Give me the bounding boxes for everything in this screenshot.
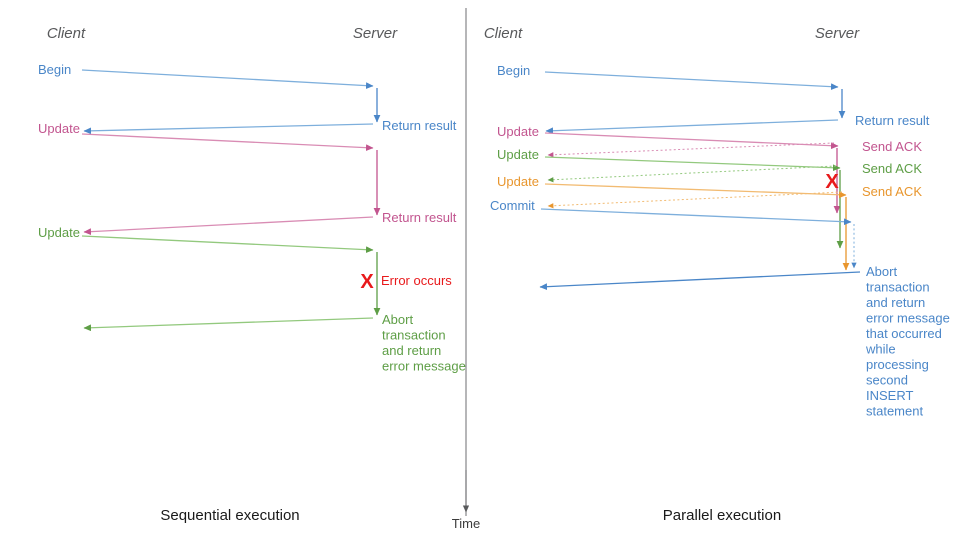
server-note-line: error message <box>866 311 950 326</box>
panel-caption: Sequential execution <box>160 507 299 524</box>
client-message-label: Commit <box>490 198 535 213</box>
server-note-line: and return <box>382 343 441 358</box>
error-message-label: Error occurs <box>381 273 452 288</box>
server-note-line: INSERT <box>866 388 913 403</box>
server-message-label: Return result <box>382 210 457 225</box>
server-message-label: Send ACK <box>862 161 922 176</box>
server-note-line: Abort <box>866 264 897 279</box>
message-send-ack-1 <box>547 142 835 158</box>
client-message-label: Update <box>497 124 539 139</box>
client-message-label: Update <box>38 225 80 240</box>
message-update-request-1 <box>81 133 374 152</box>
message-return-result-1 <box>83 123 374 135</box>
message-send-ack-2 <box>547 165 837 183</box>
message-update-request-2 <box>544 156 841 172</box>
message-abort-response <box>83 317 374 332</box>
message-send-ack-3 <box>547 191 843 209</box>
message-begin-request <box>544 71 839 91</box>
client-message-label: Update <box>38 121 80 136</box>
message-commit-request <box>540 208 852 226</box>
server-note-line: that occurred <box>866 326 942 341</box>
error-x-icon: X <box>825 171 839 193</box>
server-note-line: second <box>866 373 908 388</box>
server-note-line: and return <box>866 295 925 310</box>
message-abort-response <box>539 271 861 291</box>
server-note-line: error message <box>382 359 466 374</box>
server-message-label: Return result <box>382 118 457 133</box>
client-message-label: Update <box>497 174 539 189</box>
server-note-line: Abort <box>382 312 413 327</box>
server-message-label: Send ACK <box>862 184 922 199</box>
message-update-request-1 <box>544 132 839 150</box>
lane-header-server: Server <box>815 25 860 42</box>
error-x-icon: X <box>360 271 374 293</box>
lane-header-client: Client <box>47 25 86 42</box>
server-note-line: statement <box>866 404 923 419</box>
time-axis-label: Time <box>452 516 480 531</box>
message-update-request-3 <box>544 183 847 199</box>
client-message-label: Update <box>497 147 539 162</box>
time-axis: Time <box>452 470 480 531</box>
message-return-result <box>545 119 839 135</box>
server-note-line: transaction <box>382 328 446 343</box>
lane-header-client: Client <box>484 25 523 42</box>
server-note-line: processing <box>866 357 929 372</box>
client-message-label: Begin <box>38 62 71 77</box>
message-begin-request <box>81 69 374 89</box>
client-message-label: Begin <box>497 63 530 78</box>
message-return-result-2 <box>83 216 374 236</box>
server-message-label: Send ACK <box>862 139 922 154</box>
lane-header-server: Server <box>353 25 398 42</box>
server-message-label: Return result <box>855 113 930 128</box>
server-note-line: transaction <box>866 280 930 295</box>
server-note-line: while <box>865 342 896 357</box>
panel-caption: Parallel execution <box>663 507 781 524</box>
message-update-request-2 <box>81 235 374 254</box>
